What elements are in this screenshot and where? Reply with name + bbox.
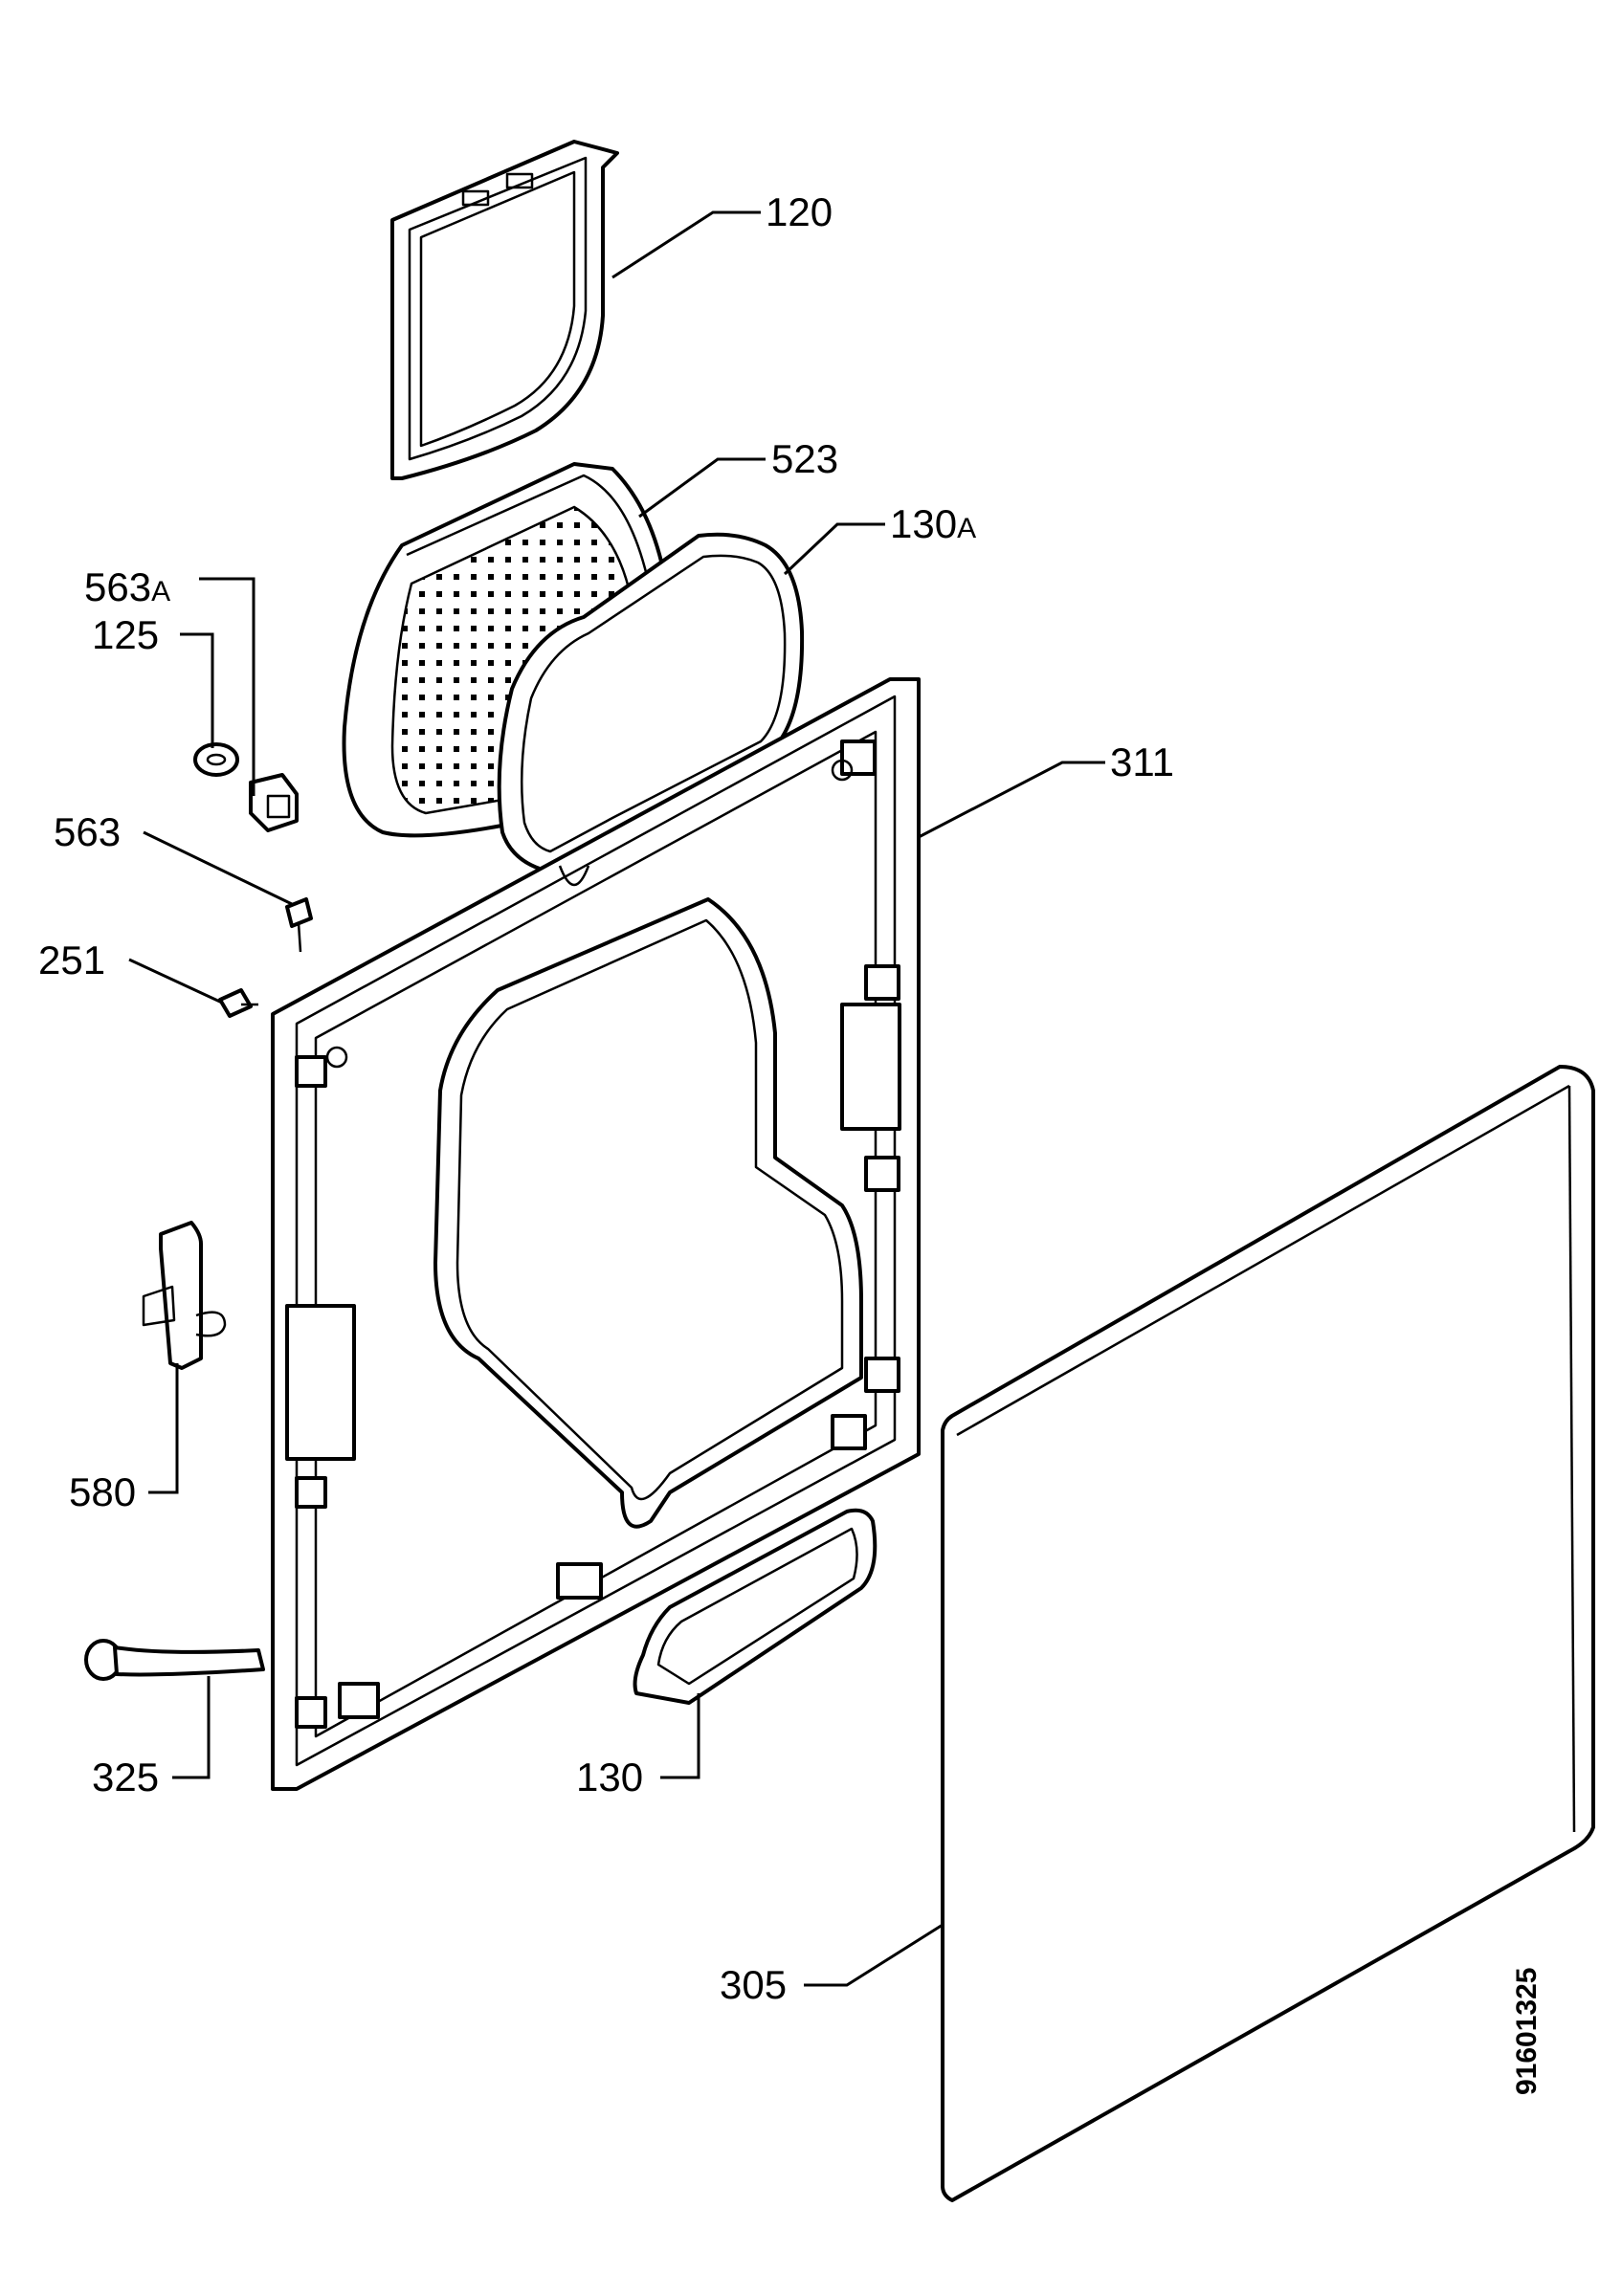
label-120: 120	[766, 189, 833, 234]
leader-lines	[128, 210, 1105, 1987]
label-563: 563	[54, 809, 121, 854]
seal-small-part	[633, 1508, 878, 1705]
label-305: 305	[720, 1962, 787, 2007]
label-580: 580	[69, 1469, 136, 1514]
label-125: 125	[92, 612, 159, 657]
catch-part	[249, 773, 299, 832]
label-130: 130	[576, 1755, 643, 1799]
label-325: 325	[92, 1755, 159, 1799]
rear-frame-part	[271, 677, 921, 1791]
label-311: 311	[1110, 740, 1174, 784]
bolt-part	[218, 988, 258, 1018]
label-251: 251	[38, 938, 105, 982]
label-523: 523	[771, 436, 838, 481]
washer-part	[193, 742, 239, 777]
door-panel-part	[941, 1065, 1595, 2202]
label-563a: 563A	[84, 564, 170, 609]
screw-part	[285, 897, 313, 953]
hinge-part	[142, 1221, 227, 1370]
label-130a: 130A	[890, 501, 976, 546]
reference-number: 91601325	[1511, 1968, 1543, 2095]
labels: 120 523 130A 563A 125 563 311 251 580 32…	[38, 189, 1543, 2095]
filter-frame-part	[390, 140, 619, 480]
cable-part	[84, 1639, 265, 1681]
